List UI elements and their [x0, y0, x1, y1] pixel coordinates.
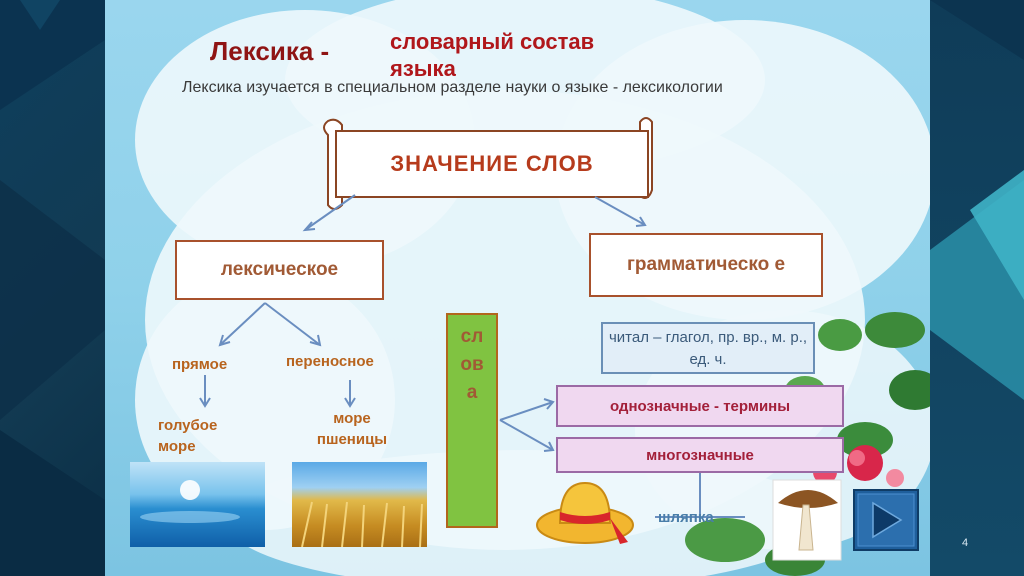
arrow-to-polysemous: [500, 420, 553, 450]
arrow-to-direct: [220, 303, 265, 345]
wheat-field-photo: [292, 462, 427, 547]
grammar-example-text: читал – глагол, пр. вр., м. р., ед. ч.: [609, 329, 807, 368]
figurative-example-label: море пшеницы: [302, 408, 402, 450]
direct-example-label: голубое море: [158, 415, 248, 457]
sea-photo: [130, 462, 265, 547]
wheat-photo-art: [292, 462, 427, 547]
words-column: сл ов а: [446, 313, 498, 528]
figurative-meaning-label: переносное: [286, 351, 374, 372]
polysemous-label: многозначные: [646, 447, 754, 464]
next-slide-button[interactable]: [853, 489, 919, 551]
slide-number: 4: [962, 537, 968, 549]
polysemous-box: многозначные: [556, 437, 844, 473]
arrow-to-grammatical: [595, 197, 645, 225]
monosemous-box: однозначные - термины: [556, 385, 844, 427]
direct-meaning-label: прямое: [172, 354, 227, 375]
play-triangle-icon: [855, 491, 917, 549]
words-column-label: сл ов а: [455, 323, 489, 407]
arrow-to-lexical: [305, 195, 355, 230]
sea-photo-art: [130, 462, 265, 547]
arrow-to-monosemous: [500, 402, 553, 420]
hat-example-label: шляпка: [658, 507, 714, 528]
arrow-to-figurative: [265, 303, 320, 345]
grammar-example-note: читал – глагол, пр. вр., м. р., ед. ч.: [601, 322, 815, 374]
monosemous-label: однозначные - термины: [610, 398, 790, 415]
